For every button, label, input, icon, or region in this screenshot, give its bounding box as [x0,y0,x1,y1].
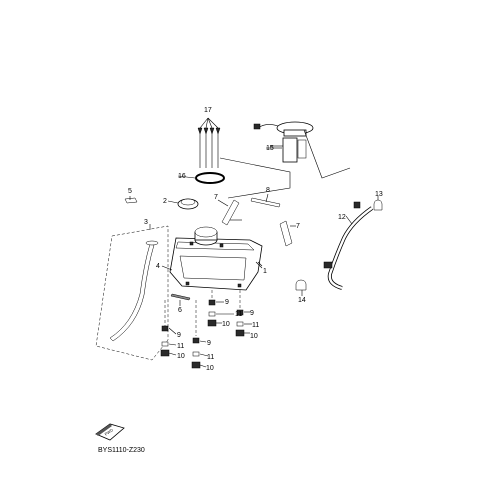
fastener-stack-center-left [207,290,217,327]
part-3-hose-assembly [95,224,169,361]
callout-10-d: 10 [206,365,214,372]
part-17-screws [197,117,221,168]
callout-5: 5 [128,188,132,195]
callout-13: 13 [375,191,383,198]
part-13-clip [373,196,383,211]
callout-labels: 17 15 16 5 2 7 8 7 3 4 1 6 9 11 10 9 11 … [128,107,383,372]
callout-11-a: 11 [235,311,242,318]
callout-10-b: 10 [250,333,258,340]
part-7-pad-right [279,220,296,247]
callout-8: 8 [266,187,270,194]
fastener-stack-bottom [191,300,201,369]
callout-16: 16 [178,173,186,180]
callout-3: 3 [144,219,148,226]
callout-4: 4 [156,263,160,270]
callout-14: 14 [298,297,306,304]
fastener-stack-left [160,300,170,357]
callout-17: 17 [204,107,212,114]
part-1-fuel-tank [169,226,263,291]
part-15-fuel-pump [253,121,351,179]
callout-11-d: 11 [207,354,214,361]
callout-leaders [129,147,282,269]
callout-11-b: 11 [252,322,259,329]
part-12-fuel-hose [323,201,374,290]
callout-15: 15 [266,145,274,152]
part-14-clamp [295,279,307,296]
part-6-strap [170,293,191,306]
part-2-cap [167,198,199,210]
callout-7-right: 7 [296,223,300,230]
callout-11-c: 11 [177,343,184,350]
callout-12: 12 [338,214,346,221]
callout-9-a: 9 [225,299,229,306]
part-5-plate [124,197,138,204]
callout-6: 6 [178,307,182,314]
callout-7-left: 7 [214,194,218,201]
part-8-strip [250,193,281,208]
front-direction-label: FWD [104,427,114,436]
callout-9-c: 9 [177,332,181,339]
callout-2: 2 [163,198,167,205]
callout-9-d: 9 [207,340,211,347]
callout-10-c: 10 [177,353,185,360]
callout-1: 1 [263,268,267,275]
part-16-gasket [177,172,225,184]
stack-leaders [168,301,252,368]
diagram-code: BYS1110-Z230 [98,447,145,454]
callout-10-a: 10 [222,321,230,328]
fastener-stack-center-right [235,290,245,337]
front-direction-badge: FWD [95,423,125,441]
callout-9-b: 9 [250,310,254,317]
part-7-pad-left [217,199,240,226]
